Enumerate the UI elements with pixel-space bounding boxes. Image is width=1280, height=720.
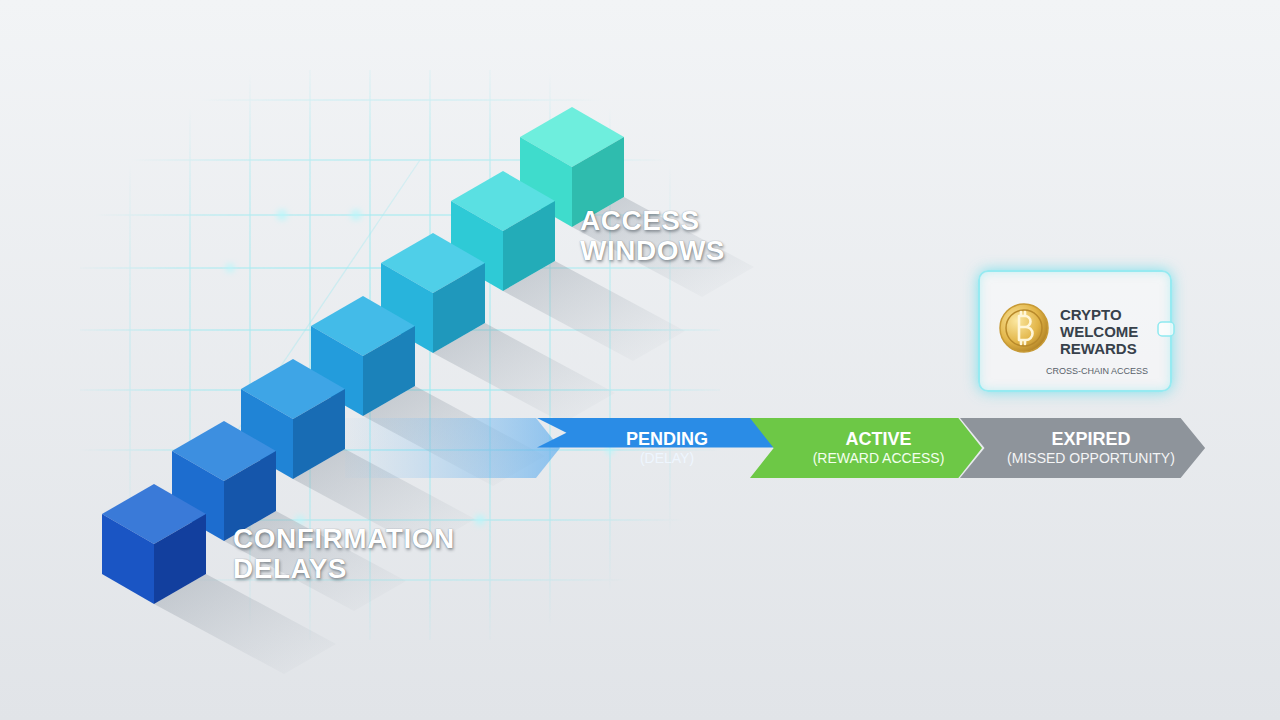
cube [102, 484, 206, 604]
glow-dots [226, 210, 614, 525]
chevron-fill [750, 418, 982, 478]
card-subtitle: CROSS-CHAIN ACCESS [1046, 366, 1162, 377]
card-title: CRYPTO WELCOME REWARDS [1060, 306, 1160, 357]
coin [1000, 304, 1048, 352]
cube-face [363, 326, 415, 416]
cube-staircase [102, 107, 624, 604]
cube-shadow [154, 574, 336, 674]
cube-shadow [503, 261, 685, 361]
cube-face [433, 263, 485, 353]
coin-icon [1000, 304, 1048, 352]
fading-arrow-segment [345, 418, 560, 478]
glow-dot [475, 515, 485, 525]
stage-name: PENDING [626, 429, 708, 450]
cube-face [102, 514, 154, 604]
cube-face [503, 201, 555, 291]
grid-line [429, 70, 430, 640]
stage-chevron: ACTIVE(REWARD ACCESS) [750, 418, 985, 478]
glow-dot [226, 264, 234, 272]
cube-shadow [433, 323, 615, 423]
stage-note: (REWARD ACCESS) [813, 450, 945, 467]
cube-face [293, 389, 345, 479]
stage-chevron: PENDING(DELAY) [537, 418, 775, 478]
coin-symbol [1019, 312, 1033, 344]
reward-card: CRYPTO WELCOME REWARDS CROSS-CHAIN ACCESS [978, 270, 1172, 392]
cube-shadows [154, 197, 754, 674]
stage-name: EXPIRED [1051, 429, 1130, 450]
stage-note: (MISSED OPPORTUNITY) [1007, 450, 1175, 467]
coin-rim [1006, 310, 1042, 346]
card-tab [1158, 322, 1174, 336]
glow-dot [351, 210, 361, 220]
chevron-fill [960, 418, 1205, 478]
grid-line [669, 70, 670, 640]
section-label: CONFIRMATION DELAYS [233, 524, 503, 584]
section-label: ACCESS WINDOWS [580, 206, 790, 266]
grid-line [80, 99, 720, 100]
glow-dot [277, 210, 287, 220]
cube-face [154, 514, 206, 604]
stage-note: (DELAY) [640, 450, 694, 467]
stage-name: ACTIVE [845, 429, 911, 450]
glow-grid [80, 70, 720, 640]
stage-chevron: EXPIRED(MISSED OPPORTUNITY) [960, 418, 1200, 478]
